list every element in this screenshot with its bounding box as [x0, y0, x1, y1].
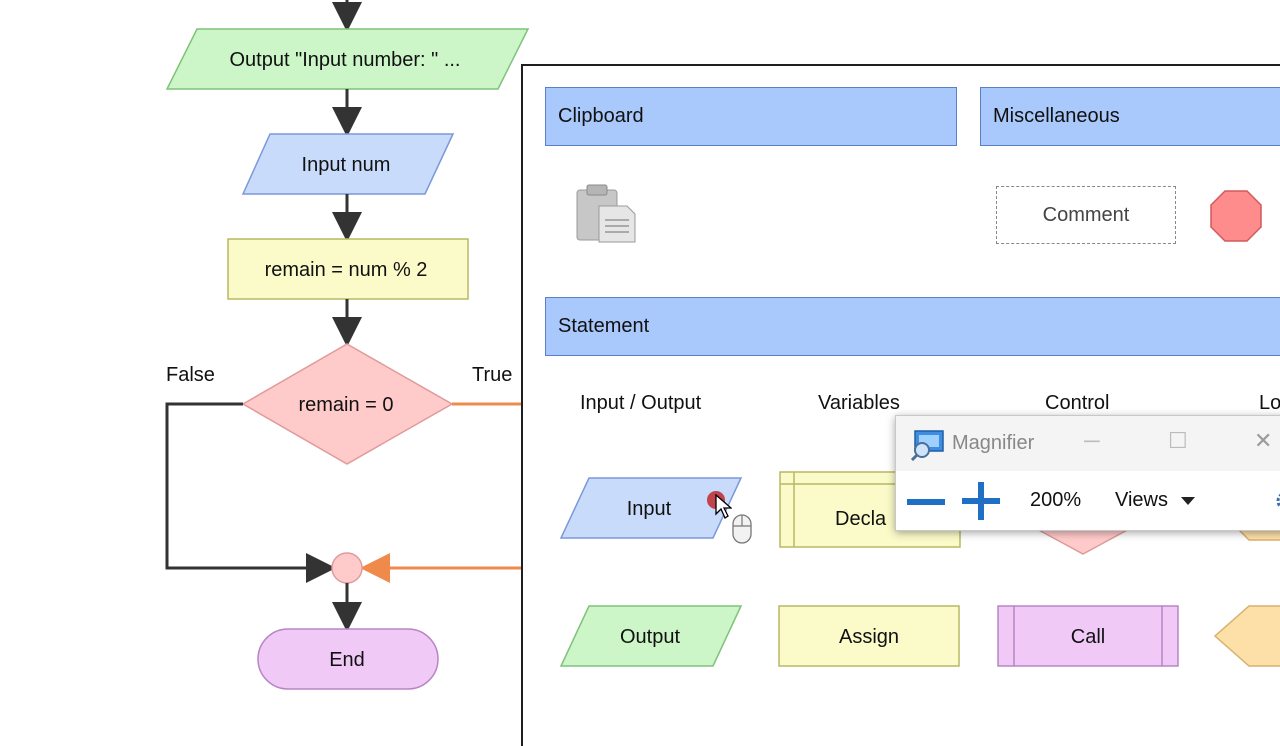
section-title: Statement [558, 315, 650, 337]
flow-output-text: Output "Input number: " ... [230, 49, 461, 71]
section-header-clipboard[interactable]: Clipboard [545, 87, 957, 146]
chevron-down-icon [1180, 496, 1195, 505]
flow-junction[interactable] [331, 552, 363, 584]
true-branch-label: True [472, 364, 512, 386]
minus-icon [907, 499, 945, 505]
palette-input-shape[interactable]: Input [559, 476, 744, 540]
palette-input-label: Input [627, 498, 672, 520]
views-label: Views [1115, 489, 1168, 511]
palette-output-label: Output [620, 626, 680, 648]
flow-input-text: Input num [302, 154, 391, 176]
flow-assign-text: remain = num % 2 [265, 259, 428, 281]
flowchart-canvas: Output "Input number: " ... Input num re… [165, 0, 530, 690]
palette-output-shape[interactable]: Output [559, 604, 744, 668]
mouse-pointer-icon [715, 494, 732, 519]
section-header-miscellaneous[interactable]: Miscellaneous [980, 87, 1280, 146]
magnifier-window[interactable]: Magnifier ─ ☐ ✕ 200% Views [895, 415, 1280, 531]
palette-call-shape[interactable]: Call [996, 604, 1181, 668]
palette-assign-shape[interactable]: Assign [777, 604, 962, 668]
palette-call-label: Call [1071, 626, 1105, 648]
breakpoint-shape[interactable] [1210, 190, 1262, 242]
plus-icon [962, 482, 1000, 520]
category-input-output: Input / Output [580, 392, 702, 414]
comment-shape[interactable]: Comment [996, 186, 1176, 244]
flow-decision-text: remain = 0 [298, 394, 393, 416]
maximize-button[interactable]: ☐ [1168, 428, 1188, 453]
palette-assign-label: Assign [839, 626, 899, 648]
flow-end-text: End [329, 649, 365, 671]
false-branch-label: False [166, 364, 215, 386]
comment-shape-label: Comment [1042, 203, 1130, 226]
zoom-level: 200% [1030, 489, 1082, 511]
flow-output-node[interactable]: Output "Input number: " ... [165, 28, 530, 90]
settings-gear-icon[interactable] [1274, 489, 1280, 513]
section-header-statement[interactable]: Statement [545, 297, 1280, 356]
zoom-out-button[interactable] [906, 491, 946, 513]
flow-assign-node[interactable]: remain = num % 2 [227, 238, 469, 300]
clipboard-paste-icon[interactable] [575, 184, 639, 246]
zoom-in-button[interactable] [961, 481, 1001, 521]
false-edge [165, 402, 336, 583]
category-variables: Variables [818, 392, 900, 414]
flow-decision-node[interactable]: remain = 0 [241, 343, 454, 465]
shape-palette-panel: Clipboard Miscellaneous Comment Statemen… [521, 64, 1280, 746]
magnifier-title: Magnifier [952, 432, 1035, 454]
views-dropdown[interactable]: Views [1115, 489, 1196, 512]
flow-end-node[interactable]: End [257, 628, 439, 690]
section-title: Miscellaneous [993, 105, 1120, 127]
magnifier-title-bar[interactable] [896, 416, 1280, 471]
minimize-button[interactable]: ─ [1084, 428, 1100, 453]
palette-display-shape-partial[interactable] [1213, 604, 1280, 668]
category-control: Control [1045, 392, 1110, 414]
close-button[interactable]: ✕ [1254, 428, 1273, 453]
category-partial: Lo [1259, 392, 1280, 414]
section-title: Clipboard [558, 105, 644, 127]
palette-declare-label: Decla [835, 508, 887, 530]
flow-input-node[interactable]: Input num [241, 133, 455, 195]
mouse-icon [732, 514, 752, 544]
magnifier-app-icon [911, 430, 944, 461]
